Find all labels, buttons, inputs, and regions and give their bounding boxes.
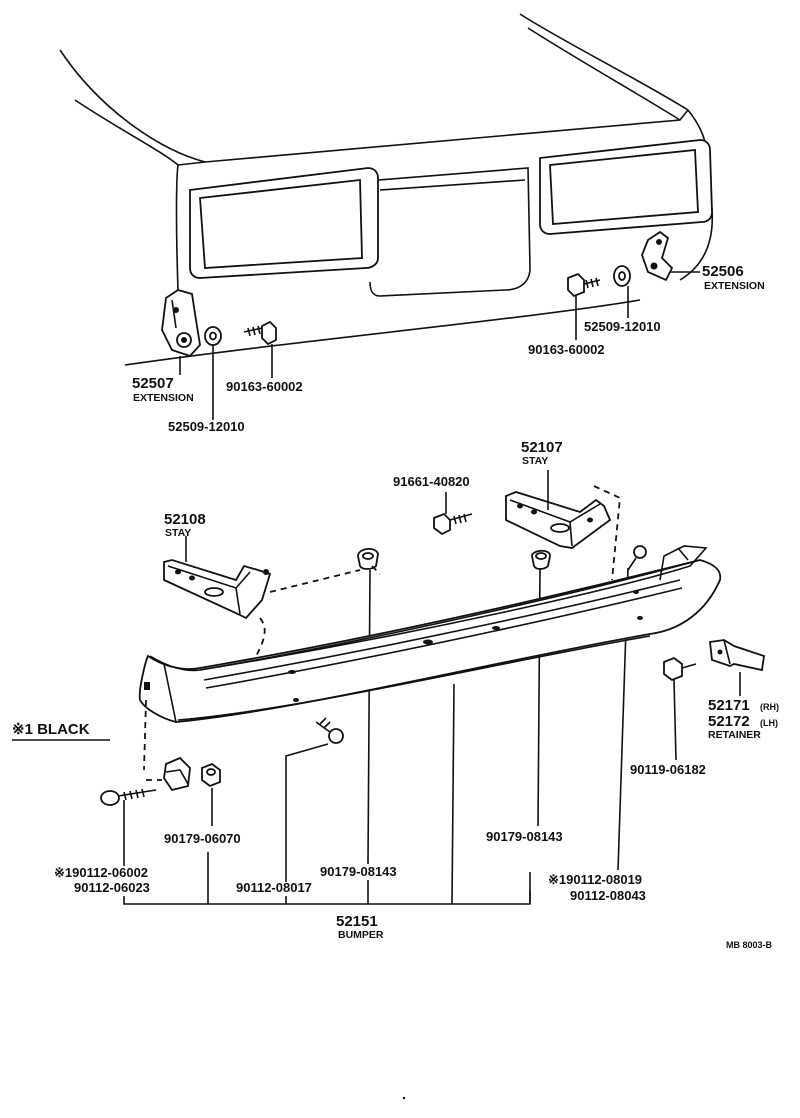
bolt-right-upper [567, 272, 601, 340]
label-bolt-right: 90163-60002 [528, 342, 605, 357]
label-bolt-08017: 90112-08017 [236, 880, 312, 895]
label-52506: 52506 [702, 263, 744, 280]
extension-lh [161, 289, 201, 375]
label-grommet-right: 90179-08143 [486, 829, 563, 844]
label-bolt-left-b: 90112-06023 [74, 880, 150, 895]
label-bolt-retainer: 90119-06182 [630, 762, 706, 777]
label-52507: 52507 [132, 375, 174, 392]
label-52172-suffix: (LH) [760, 718, 778, 728]
bolt-lower-left [100, 788, 157, 866]
extension-rh [641, 230, 700, 282]
nut-06070 [201, 762, 221, 826]
nut-left [204, 326, 222, 420]
note-black: ※1 BLACK [12, 721, 90, 738]
label-52171-suffix: (RH) [760, 702, 779, 712]
label-52507-name: EXTENSION [133, 392, 194, 404]
stay-rh [505, 470, 621, 581]
bumper [138, 545, 722, 905]
label-52108-name: STAY [165, 527, 191, 539]
label-nut-right: 52509-12010 [584, 319, 661, 334]
scan-dot [402, 1096, 406, 1100]
label-retainer-name: RETAINER [708, 729, 761, 741]
label-52171: 52171 [708, 697, 750, 714]
label-52151: 52151 [336, 913, 378, 930]
car-body [59, 13, 714, 366]
label-nut-06070: 90179-06070 [164, 831, 241, 846]
clip-lower-left [146, 756, 191, 792]
label-52107: 52107 [521, 439, 563, 456]
label-52506-name: EXTENSION [704, 280, 765, 292]
grommet-right [531, 549, 551, 827]
stay-lh [163, 536, 361, 661]
label-bolt-top: 91661-40820 [393, 474, 470, 489]
grommet-left [357, 548, 381, 865]
label-bolt-left-a: ※190112-06002 [54, 865, 148, 880]
bolt-08017 [285, 717, 344, 882]
bolt-left-upper [243, 320, 277, 378]
label-52107-name: STAY [522, 455, 548, 467]
bolt-retainer [663, 656, 697, 761]
nut-right [613, 265, 631, 318]
retainer [709, 639, 765, 696]
figure-code: MB 8003-B [726, 940, 773, 950]
label-52151-name: BUMPER [338, 929, 384, 941]
label-bolt-right-a: ※190112-08019 [548, 872, 642, 887]
label-bolt-right-b: 90112-08043 [570, 888, 646, 903]
label-grommet-left: 90179-08143 [320, 864, 397, 879]
label-bolt-left: 90163-60002 [226, 379, 303, 394]
bolt-top [433, 492, 473, 536]
label-nut-left: 52509-12010 [168, 419, 245, 434]
label-52108: 52108 [164, 511, 206, 528]
label-52172: 52172 [708, 713, 750, 730]
